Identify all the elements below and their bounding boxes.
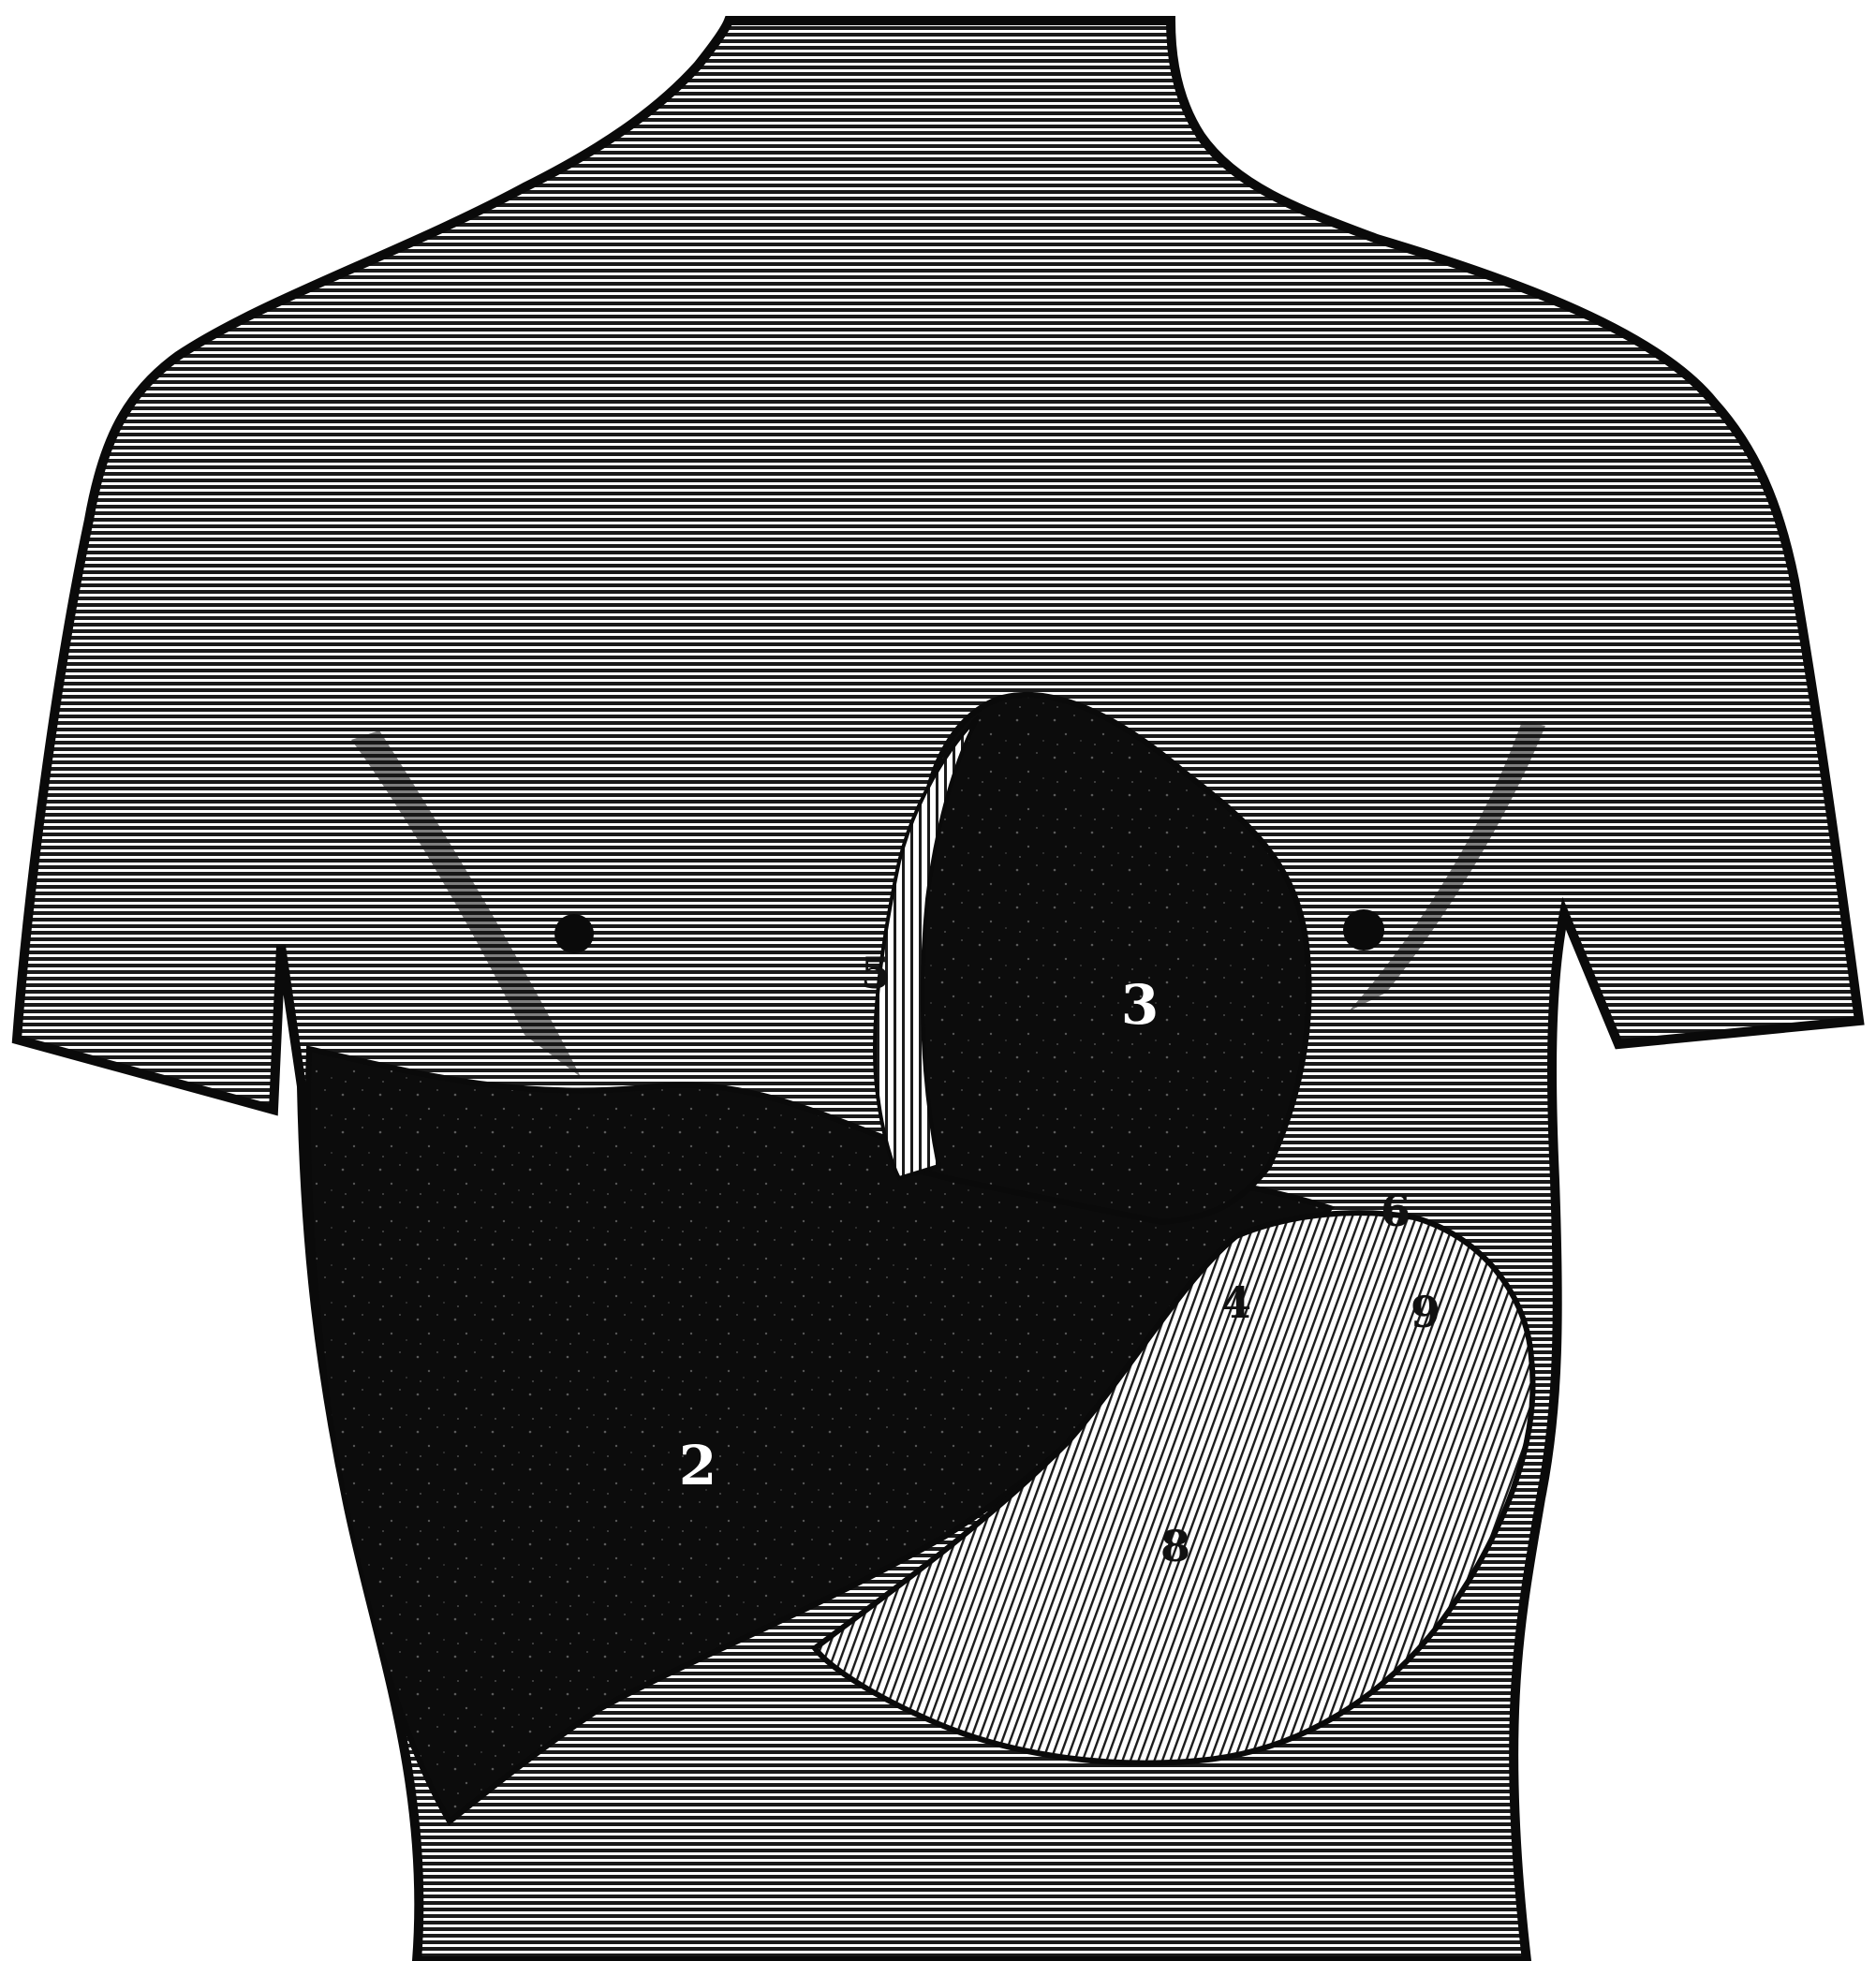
label-region-4: 4 <box>1221 1277 1251 1328</box>
label-region-6: 6 <box>1381 1186 1411 1236</box>
label-region-3: 3 <box>1121 973 1159 1037</box>
label-region-5: 5 <box>861 948 891 998</box>
label-region-9: 9 <box>1411 1287 1440 1337</box>
label-region-2: 2 <box>679 1434 716 1497</box>
label-region-8: 8 <box>1160 1521 1190 1571</box>
right-nipple <box>554 914 594 953</box>
left-nipple <box>1343 909 1384 951</box>
